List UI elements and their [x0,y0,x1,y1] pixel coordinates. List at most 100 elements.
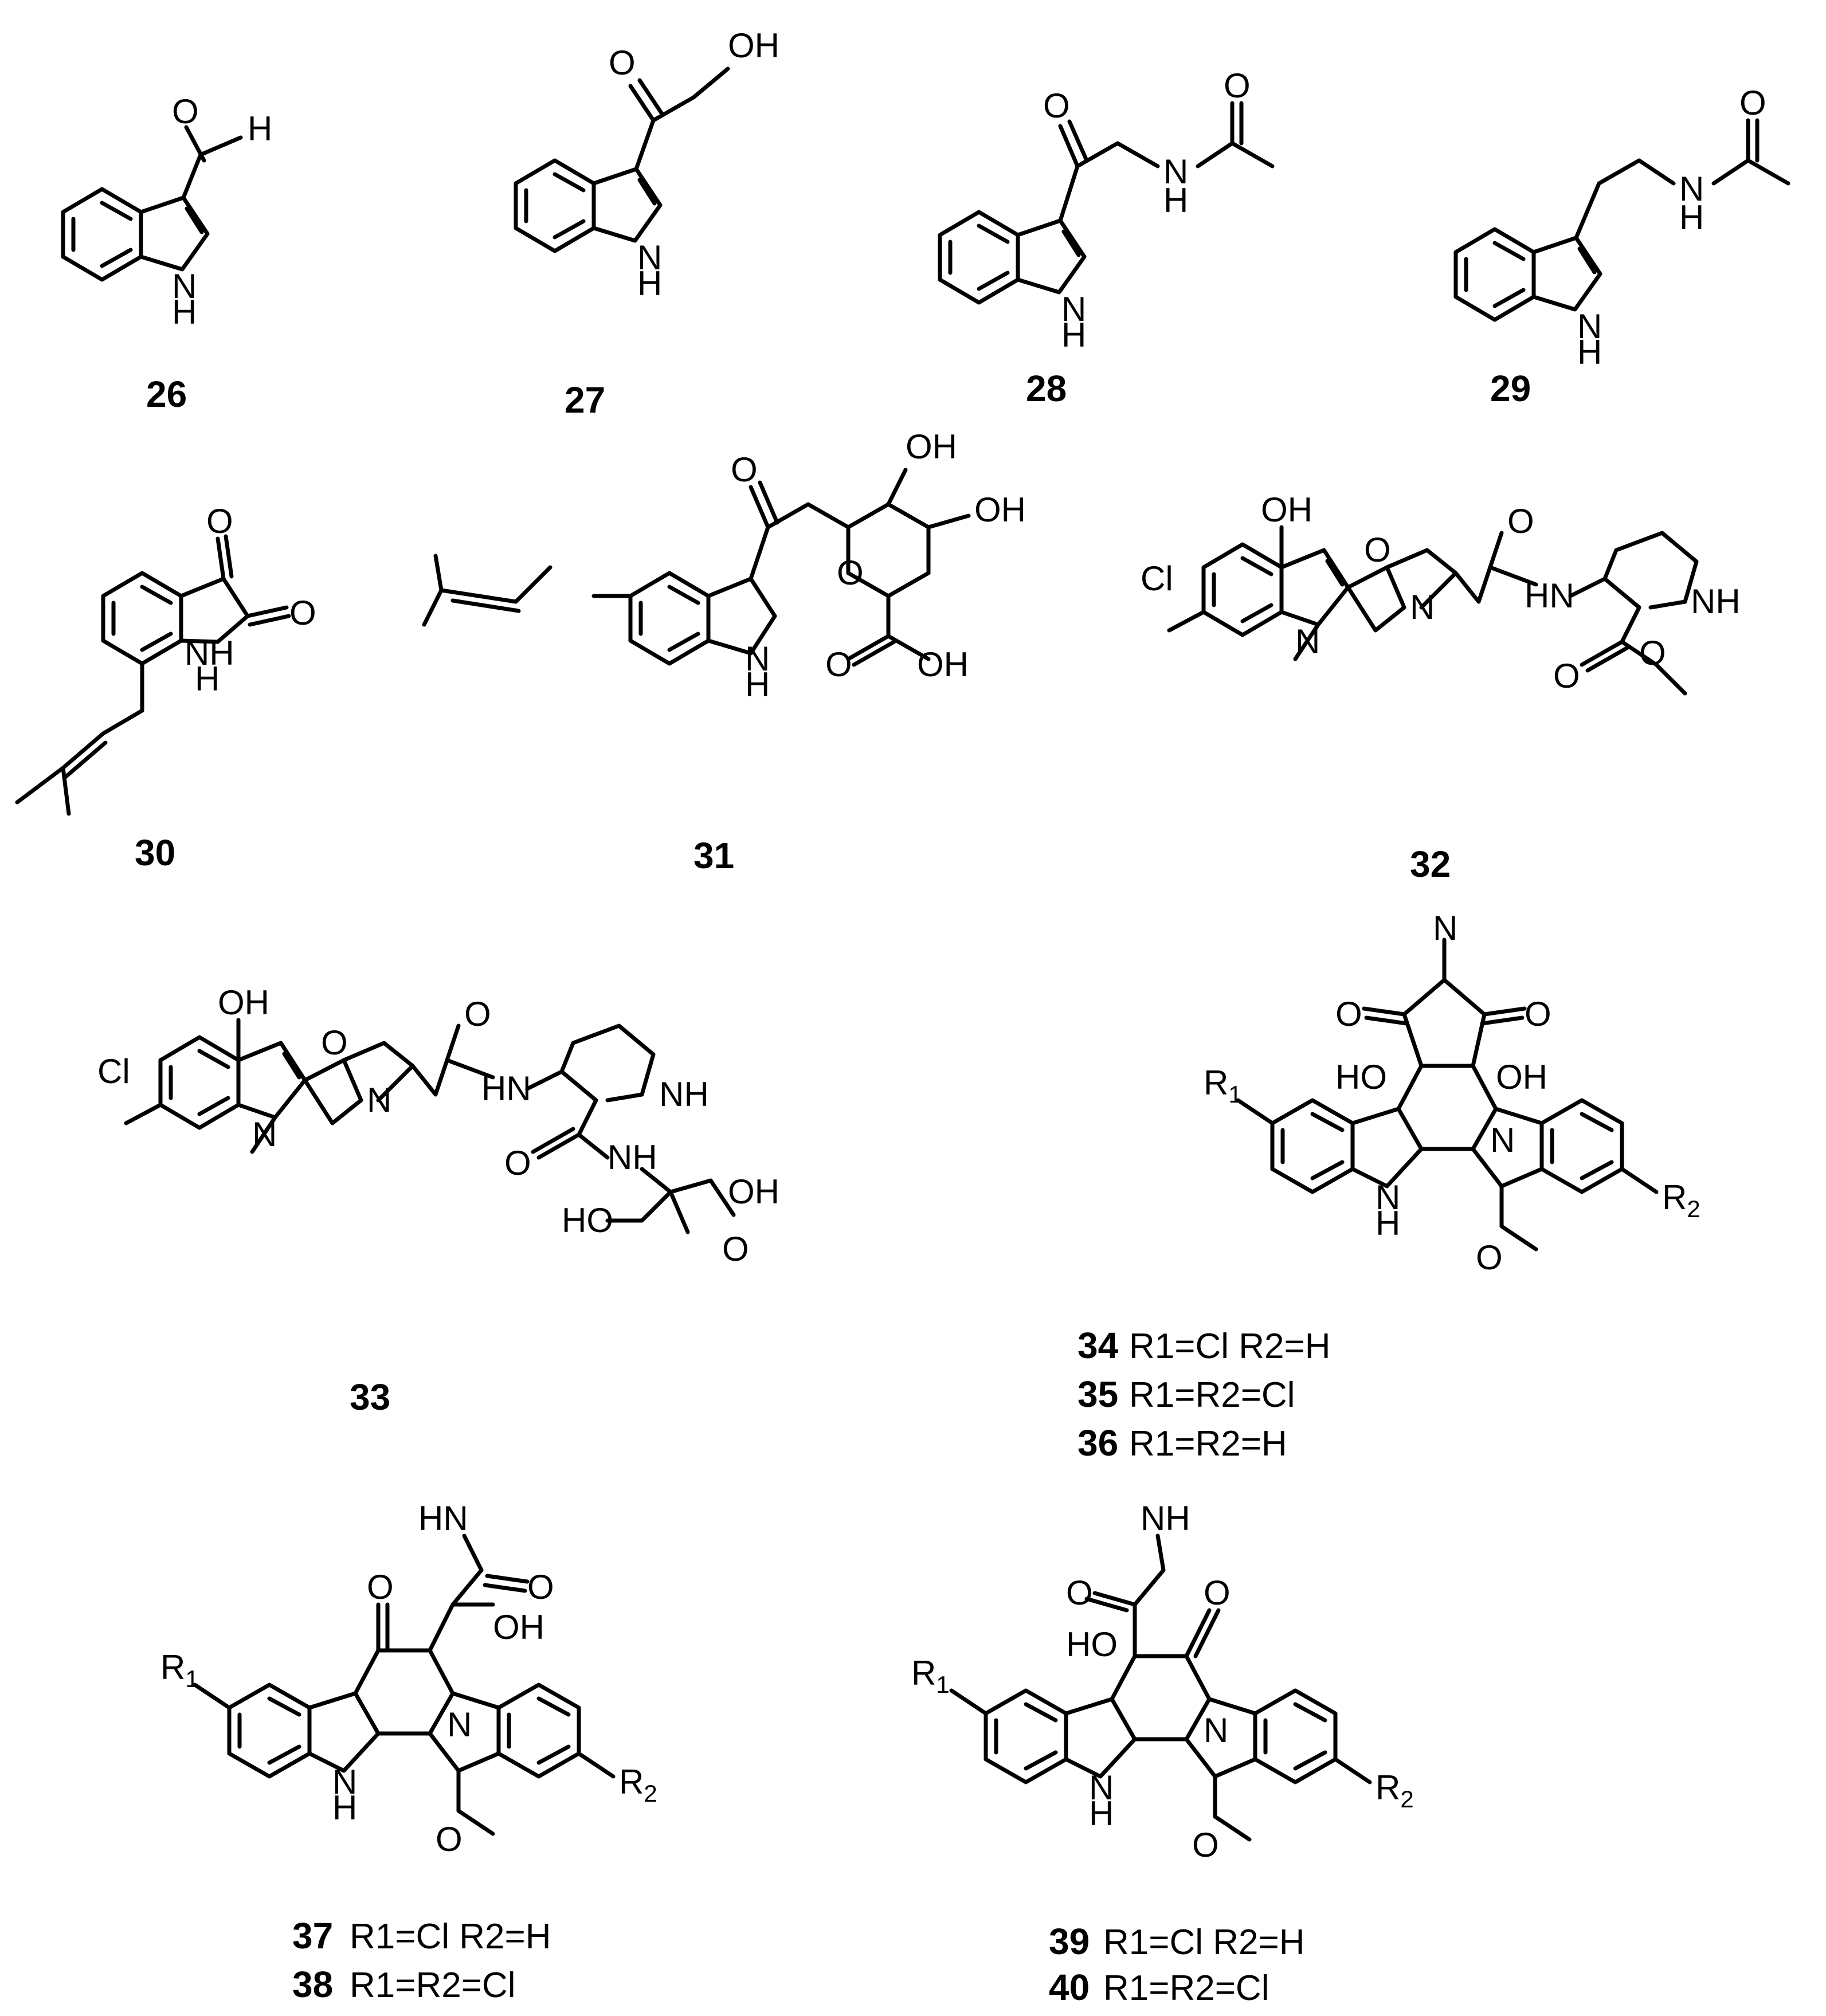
atom-o: O [837,554,864,592]
atom-o: O [464,995,491,1033]
atom-n: N [1163,152,1188,191]
atom-oh: OH [1496,1058,1547,1096]
atom-oh: OH [728,1172,779,1211]
atom-o: O [289,594,316,632]
atom-n: N [745,640,770,678]
compound-26: O H N H 26 [61,92,272,415]
atom-n: N [637,238,662,277]
atom-o: O [1204,1574,1231,1612]
compound-number: 30 [135,832,175,873]
compound-34-36: R1 R2 N O O HO OH N N H O 34 R1=Cl R2=H … [1077,909,1700,1464]
compound-29: N H O N H 29 [1453,84,1790,409]
atom-cl: Cl [97,1052,130,1091]
atom-nh: NH [1141,1499,1190,1538]
compound-33: Cl OH N O N O HN NH NH O HO OH O 33 [97,983,779,1418]
compound-number: 28 [1026,368,1067,409]
compound-number: 31 [693,835,734,876]
atom-o: O [172,92,199,131]
atom-hn: HN [1525,576,1574,615]
atom-o: O [1364,531,1391,569]
compound-37-38: R1 R2 HN O O OH N N H O 37 R1=Cl R2=H 38… [160,1499,657,2005]
atom-o: O [1525,995,1551,1033]
compound-number: 39 [1049,1921,1090,1962]
compound-number: 34 [1077,1325,1119,1366]
atom-ho: HO [562,1201,613,1240]
substituent-caption: R1=Cl R2=H [350,1917,551,1956]
compound-30: O O NH H 30 [15,502,316,873]
atom-ho: HO [1335,1058,1387,1096]
compound-39-40: R1 R2 NH O O HO N N H O 39 R1=Cl R2=H 40… [911,1499,1414,2008]
compound-31: O OH OH O O OH N H 31 [422,427,1026,876]
atom-n: N [172,267,197,305]
compound-number: 40 [1049,1967,1090,2008]
compound-28: O N H O N H 28 [938,66,1275,409]
atom-nh: NH [1691,582,1741,621]
atom-nh: NH [659,1075,709,1113]
atom-o: O [1066,1574,1093,1612]
atom-cl: Cl [1141,559,1173,598]
atom-o: O [527,1568,554,1606]
atom-o: O [1043,87,1070,125]
atom-n: N [1204,1711,1228,1750]
atom-o: O [504,1144,531,1182]
atom-oh: OH [493,1608,544,1646]
atom-o: O [1335,995,1362,1033]
atom-r2: R2 [1662,1178,1700,1222]
compound-number: 38 [292,1964,333,2005]
compound-number: 27 [565,379,605,421]
atom-r1: R1 [1204,1064,1242,1108]
atom-n: N [1295,622,1320,661]
atom-n: N [1410,588,1435,626]
atom-n: N [1577,307,1602,346]
atom-r2: R2 [1376,1768,1414,1813]
atom-o: O [436,1820,463,1858]
atom-hn: HN [481,1069,531,1108]
atom-oh: OH [1261,491,1312,529]
substituent-caption: R1=Cl R2=H [1129,1327,1330,1366]
atom-o: O [1553,657,1580,695]
atom-oh: OH [218,983,269,1022]
atom-n: N [447,1705,472,1744]
substituent-caption: R1=R2=Cl [1129,1375,1295,1415]
atom-h: H [248,109,272,148]
compound-number: 36 [1077,1422,1118,1464]
atom-h: H [1089,1794,1114,1833]
substituent-caption: R1=R2=H [1129,1424,1287,1464]
atom-o: O [321,1023,348,1062]
atom-hn: HN [418,1499,468,1538]
atom-n: N [1061,290,1086,328]
atom-o: O [1739,84,1766,122]
atom-n: N [332,1763,357,1801]
substituent-caption: R1=R2=Cl [1103,1968,1269,2008]
atom-n: N [252,1115,277,1154]
atom-o: O [206,502,233,540]
atom-r1: R1 [911,1654,950,1698]
atom-o: O [1507,502,1534,540]
atom-o: O [367,1568,394,1606]
atom-o: O [609,44,636,82]
compound-number: 37 [292,1915,333,1956]
atom-h: H [332,1788,357,1827]
compound-32: Cl OH N O N O HN NH O O 32 [1141,491,1741,885]
atom-n: N [1433,909,1457,947]
compound-number: 29 [1490,368,1531,409]
atom-o: O [731,450,758,489]
compound-number: 32 [1410,844,1451,885]
atom-nh: NH [185,634,234,672]
atom-h: H [1163,181,1188,219]
atom-h: H [1061,316,1086,354]
atom-h: H [1679,198,1704,237]
atom-n: N [367,1081,391,1119]
atom-h: H [637,264,662,303]
atom-r1: R1 [160,1648,199,1692]
atom-o: O [1224,66,1251,105]
compound-number: 26 [146,374,187,415]
atom-n: N [1490,1121,1515,1159]
compound-27: O OH N H 27 [514,26,779,421]
atom-h: H [172,293,197,331]
atom-h: H [195,660,220,698]
compound-number: 33 [350,1376,390,1418]
atom-nh: NH [608,1138,657,1176]
